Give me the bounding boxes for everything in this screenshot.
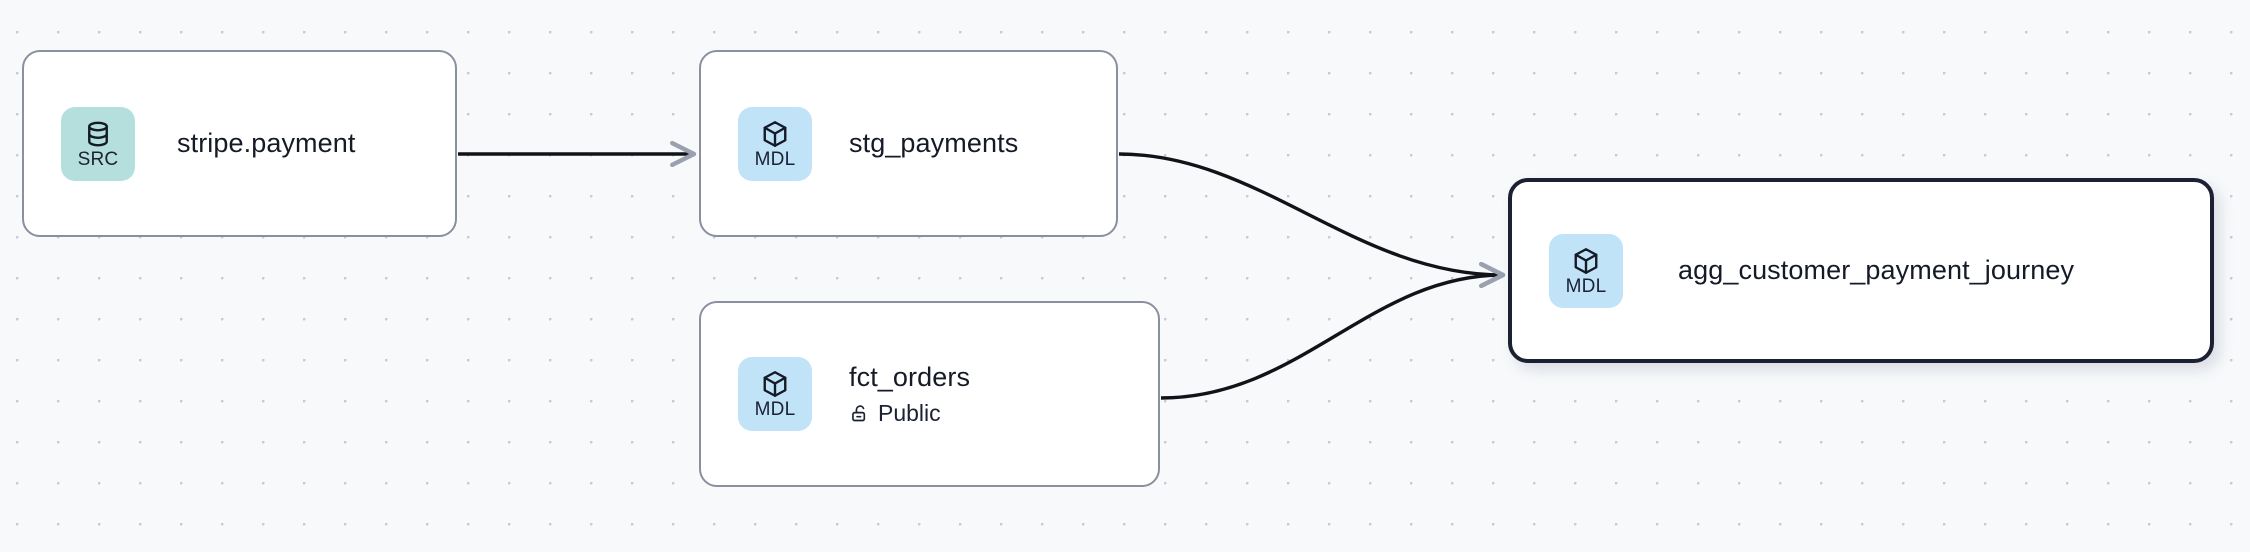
- node-badge-mdl: MDL: [1549, 233, 1623, 308]
- node-badge-label: MDL: [754, 399, 796, 420]
- node-visibility-label: Public: [878, 399, 941, 426]
- node-badge-mdl: MDL: [738, 106, 812, 181]
- node-badge-label: MDL: [1565, 275, 1607, 297]
- edge-fct-to-agg: [1160, 261, 1506, 400]
- node-body: agg_customer_payment_journey: [1678, 255, 2074, 286]
- node-title: stripe.payment: [177, 128, 356, 158]
- node-title: agg_customer_payment_journey: [1678, 255, 2075, 285]
- node-title: fct_orders: [849, 361, 971, 392]
- cube-icon: [760, 369, 790, 399]
- edge-stg-to-agg: [1118, 152, 1506, 289]
- node-badge-label: SRC: [77, 148, 119, 170]
- node-visibility: Public: [849, 400, 970, 427]
- database-icon: [83, 119, 113, 149]
- lineage-node-stg-payments[interactable]: MDL stg_payments: [699, 50, 1118, 237]
- node-badge-mdl: MDL: [738, 357, 812, 431]
- node-body: stg_payments: [849, 128, 1018, 159]
- lineage-node-agg-customer-payment-journey[interactable]: MDL agg_customer_payment_journey: [1508, 178, 2214, 363]
- lineage-node-fct-orders[interactable]: MDL fct_orders Public: [699, 301, 1160, 487]
- node-body: stripe.payment: [177, 128, 355, 159]
- node-title: stg_payments: [849, 128, 1019, 158]
- unlock-icon: [849, 403, 870, 424]
- node-badge-label: MDL: [754, 148, 796, 170]
- lineage-node-stripe-payment[interactable]: SRC stripe.payment: [22, 50, 457, 237]
- cube-icon: [760, 119, 790, 149]
- node-badge-src: SRC: [61, 106, 135, 181]
- cube-icon: [1571, 246, 1601, 276]
- node-body: fct_orders Public: [849, 362, 970, 427]
